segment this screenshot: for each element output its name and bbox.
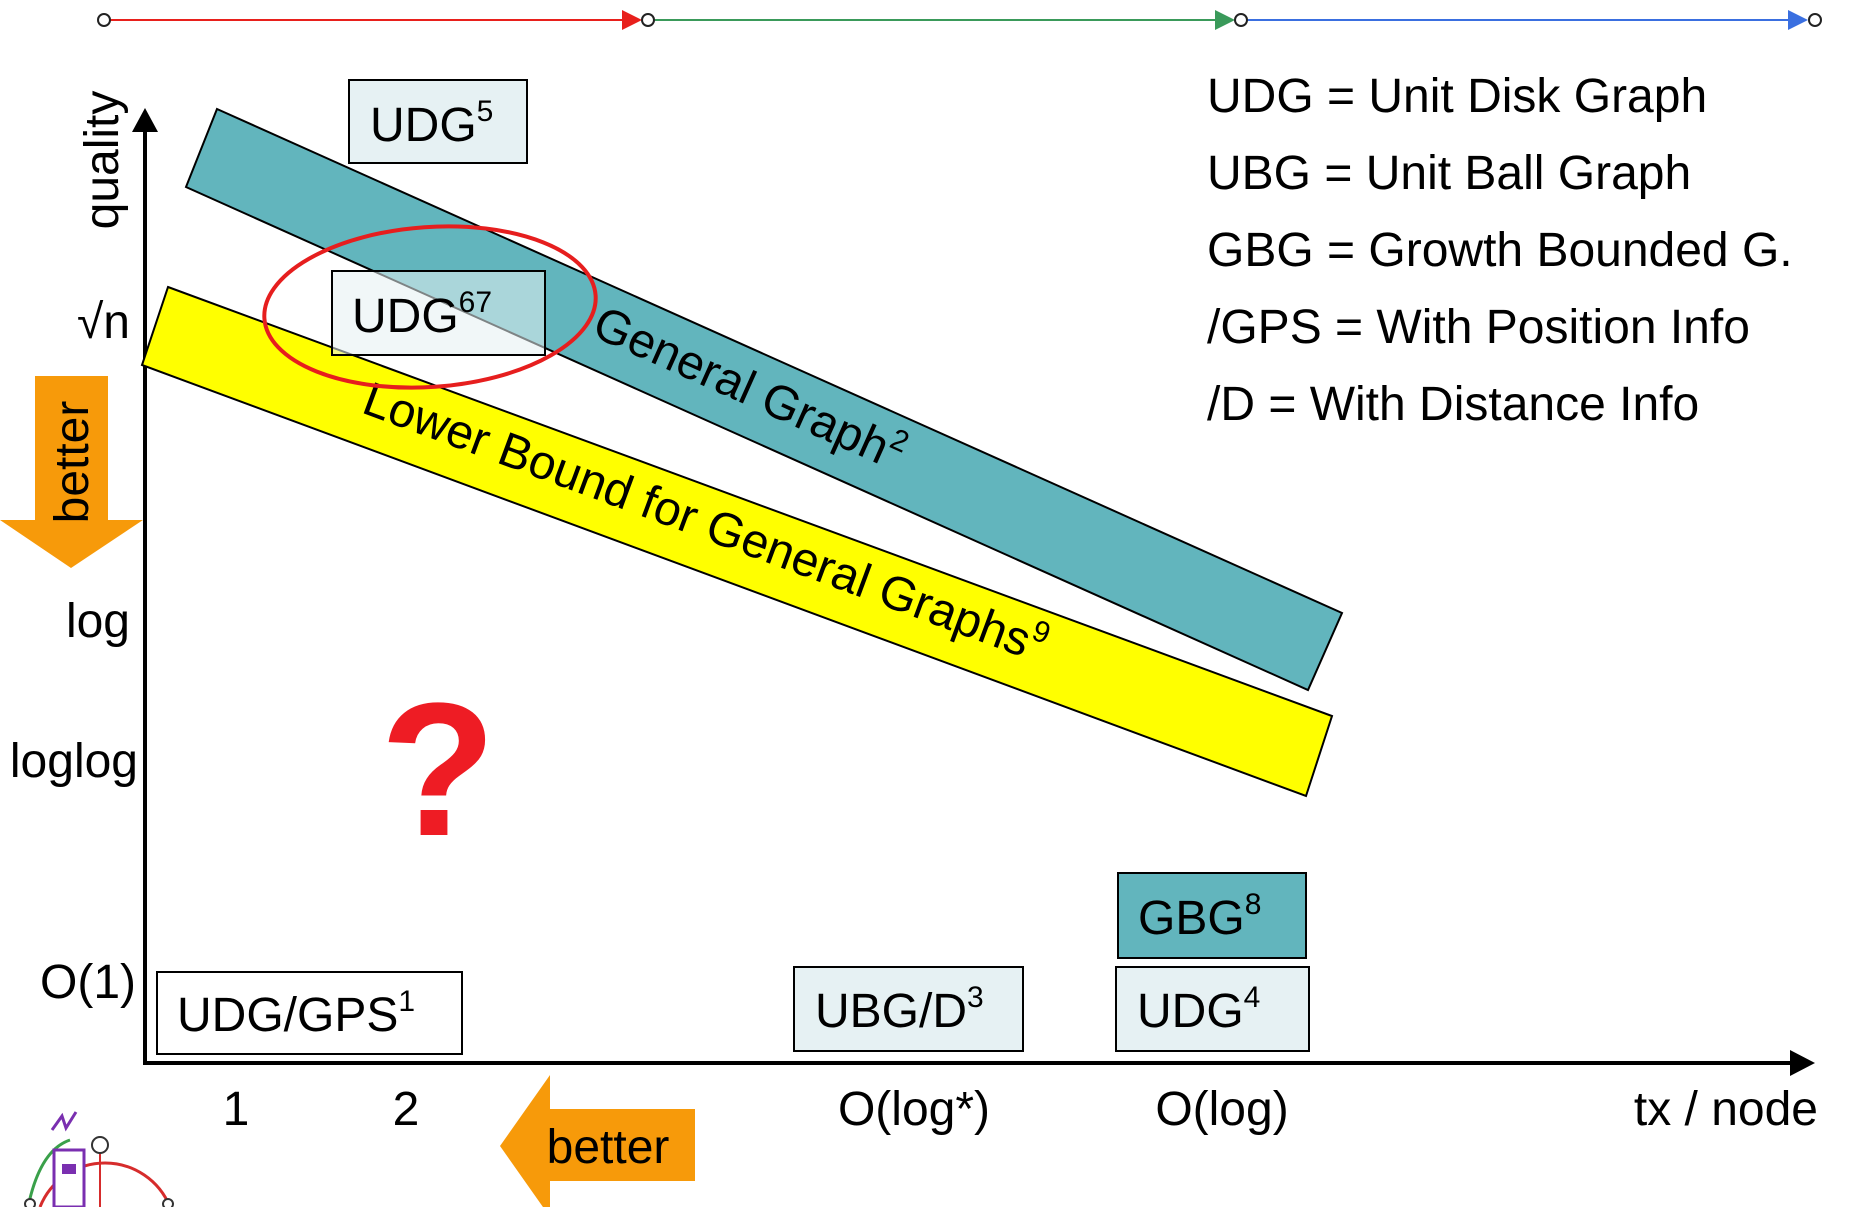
top-timeline [97, 10, 1822, 30]
x-axis-arrowhead [1790, 1050, 1815, 1076]
box-gbg-label: GBG [1138, 892, 1245, 945]
box-udg67: UDG67 [331, 270, 546, 356]
x-axis-title: tx / node [1634, 1083, 1818, 1136]
better-arrow-horizontal: better [500, 1075, 695, 1212]
x-tick-2: 2 [393, 1083, 420, 1136]
legend: UDG = Unit Disk Graph UBG = Unit Ball Gr… [1207, 70, 1793, 431]
timeline-node-2 [641, 13, 655, 27]
svg-text:UBG/D3: UBG/D3 [815, 981, 984, 1038]
svg-text:GBG8: GBG8 [1138, 888, 1261, 945]
axes [132, 108, 1815, 1076]
box-udg5-label: UDG [370, 99, 477, 152]
timeline-node-3 [1234, 13, 1248, 27]
box-udg67-sup: 67 [459, 286, 492, 319]
x-tick-olog-star: O(log*) [838, 1083, 990, 1136]
x-tick-1: 1 [223, 1083, 250, 1136]
question-mark: ? [380, 664, 496, 876]
timeline-node-1 [97, 13, 111, 27]
svg-text:UDG/GPS1: UDG/GPS1 [177, 985, 415, 1042]
better-label-horizontal: better [547, 1121, 670, 1174]
box-udg4: UDG4 [1115, 966, 1310, 1052]
timeline-node-4 [1808, 13, 1822, 27]
svg-text:UDG4: UDG4 [1137, 981, 1260, 1038]
y-tick-log: log [66, 595, 130, 648]
y-axis-arrowhead [132, 108, 158, 132]
y-tick-loglog: loglog [10, 735, 138, 788]
legend-item-gbg: GBG = Growth Bounded G. [1207, 224, 1793, 277]
logo-icon [24, 1111, 174, 1210]
y-axis-title: quality [76, 91, 129, 230]
y-tick-sqrt-n: √n [77, 296, 130, 349]
box-udg-gps-label: UDG/GPS [177, 989, 398, 1042]
box-udg5: UDG5 [348, 79, 528, 164]
legend-item-udg: UDG = Unit Disk Graph [1207, 70, 1707, 123]
legend-item-gps: /GPS = With Position Info [1207, 301, 1750, 354]
svg-text:UDG67: UDG67 [352, 286, 492, 343]
box-udg-gps: UDG/GPS1 [156, 971, 463, 1055]
svg-text:UDG5: UDG5 [370, 95, 493, 152]
box-ubg-d-label: UBG/D [815, 985, 967, 1038]
box-gbg-sup: 8 [1245, 888, 1262, 921]
x-tick-olog: O(log) [1155, 1083, 1288, 1136]
box-udg-gps-sup: 1 [398, 985, 415, 1018]
box-gbg: GBG8 [1117, 872, 1307, 959]
box-udg5-sup: 5 [477, 95, 494, 128]
box-ubg-d-sup: 3 [967, 981, 984, 1014]
highlight-ellipse [262, 224, 598, 390]
legend-item-d: /D = With Distance Info [1207, 378, 1699, 431]
box-udg4-sup: 4 [1244, 981, 1261, 1014]
better-arrow-vertical: better [0, 376, 143, 568]
better-label-vertical: better [46, 401, 99, 524]
box-udg67-label: UDG [352, 290, 459, 343]
box-ubg-d: UBG/D3 [793, 966, 1024, 1052]
box-udg4-label: UDG [1137, 985, 1244, 1038]
legend-item-ubg: UBG = Unit Ball Graph [1207, 147, 1691, 200]
y-tick-o1: O(1) [40, 956, 136, 1009]
